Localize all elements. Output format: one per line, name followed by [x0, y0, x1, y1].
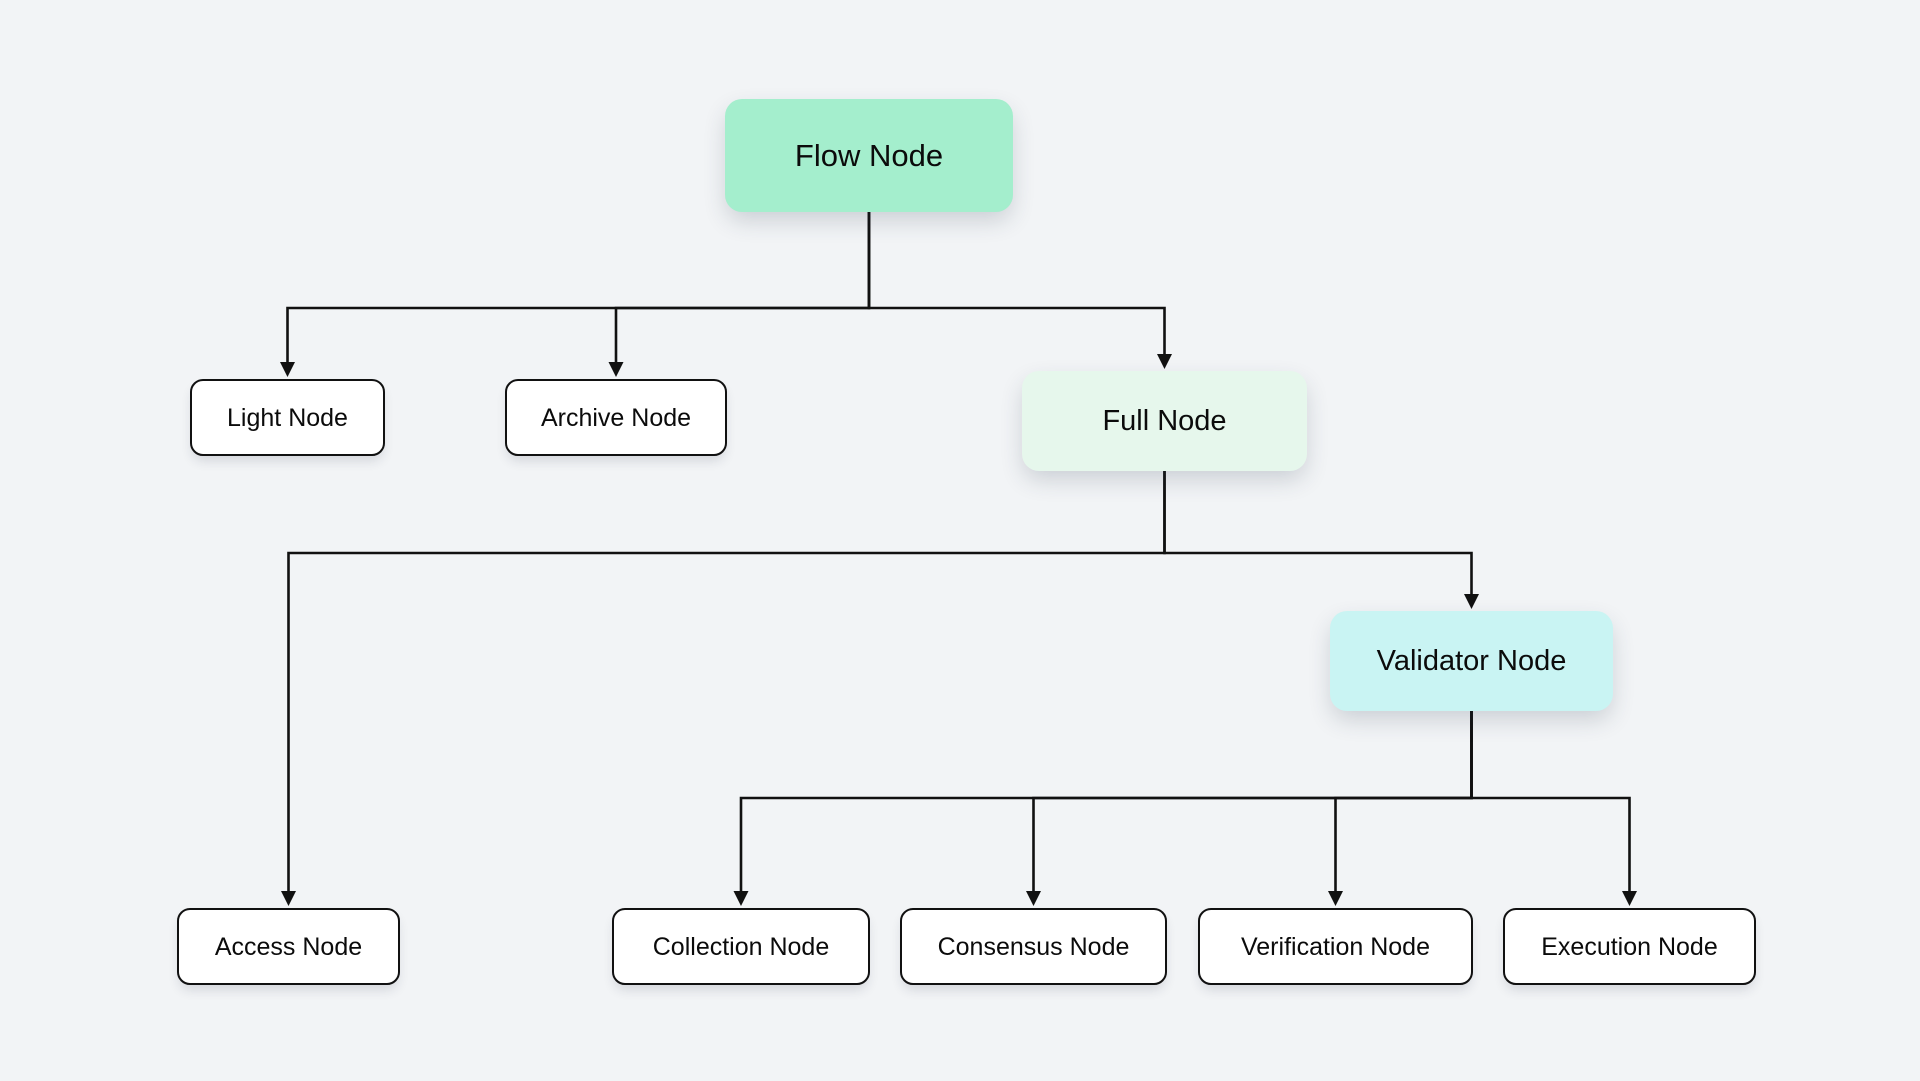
node-label-validator-node: Validator Node: [1376, 644, 1567, 677]
arrowhead-validator-to-collection: [733, 891, 749, 906]
edge-flow-to-full: [867, 212, 1172, 369]
arrowhead-flow-to-full: [1157, 354, 1172, 369]
node-collection-node[interactable]: Collection Node: [612, 908, 870, 985]
edge-full-to-access: [281, 471, 1166, 906]
node-label-verification-node: Verification Node: [1240, 932, 1430, 961]
node-label-flow-node: Flow Node: [794, 137, 944, 173]
arrowhead-validator-to-verification: [1328, 891, 1343, 906]
node-archive-node[interactable]: Archive Node: [505, 379, 727, 456]
node-validator-node[interactable]: Validator Node: [1330, 611, 1613, 711]
edge-validator-to-collection: [733, 711, 1473, 906]
node-label-full-node: Full Node: [1102, 404, 1227, 437]
edge-full-to-validator: [1163, 471, 1479, 609]
arrowhead-full-to-access: [281, 891, 296, 906]
node-label-access-node: Access Node: [214, 932, 363, 961]
node-verification-node[interactable]: Verification Node: [1198, 908, 1473, 985]
arrowhead-validator-to-consensus: [1026, 891, 1041, 906]
arrowhead-flow-to-light: [280, 362, 295, 377]
node-full-node[interactable]: Full Node: [1022, 371, 1307, 471]
edge-flow-to-light: [280, 212, 871, 377]
edge-validator-to-consensus: [1026, 711, 1473, 906]
edge-flow-to-archive: [608, 212, 871, 377]
node-execution-node[interactable]: Execution Node: [1503, 908, 1756, 985]
node-label-consensus-node: Consensus Node: [937, 932, 1130, 961]
node-label-archive-node: Archive Node: [540, 403, 692, 432]
node-flow-node[interactable]: Flow Node: [725, 99, 1013, 212]
node-label-light-node: Light Node: [227, 403, 348, 432]
arrowhead-full-to-validator: [1464, 594, 1479, 609]
node-label-collection-node: Collection Node: [652, 932, 830, 961]
arrowhead-validator-to-execution: [1622, 891, 1637, 906]
edge-validator-to-verification: [1328, 711, 1473, 906]
arrowhead-flow-to-archive: [608, 362, 624, 377]
node-label-execution-node: Execution Node: [1541, 932, 1718, 961]
node-consensus-node[interactable]: Consensus Node: [900, 908, 1167, 985]
node-light-node[interactable]: Light Node: [190, 379, 385, 456]
node-access-node[interactable]: Access Node: [177, 908, 400, 985]
edge-validator-to-execution: [1470, 711, 1637, 906]
